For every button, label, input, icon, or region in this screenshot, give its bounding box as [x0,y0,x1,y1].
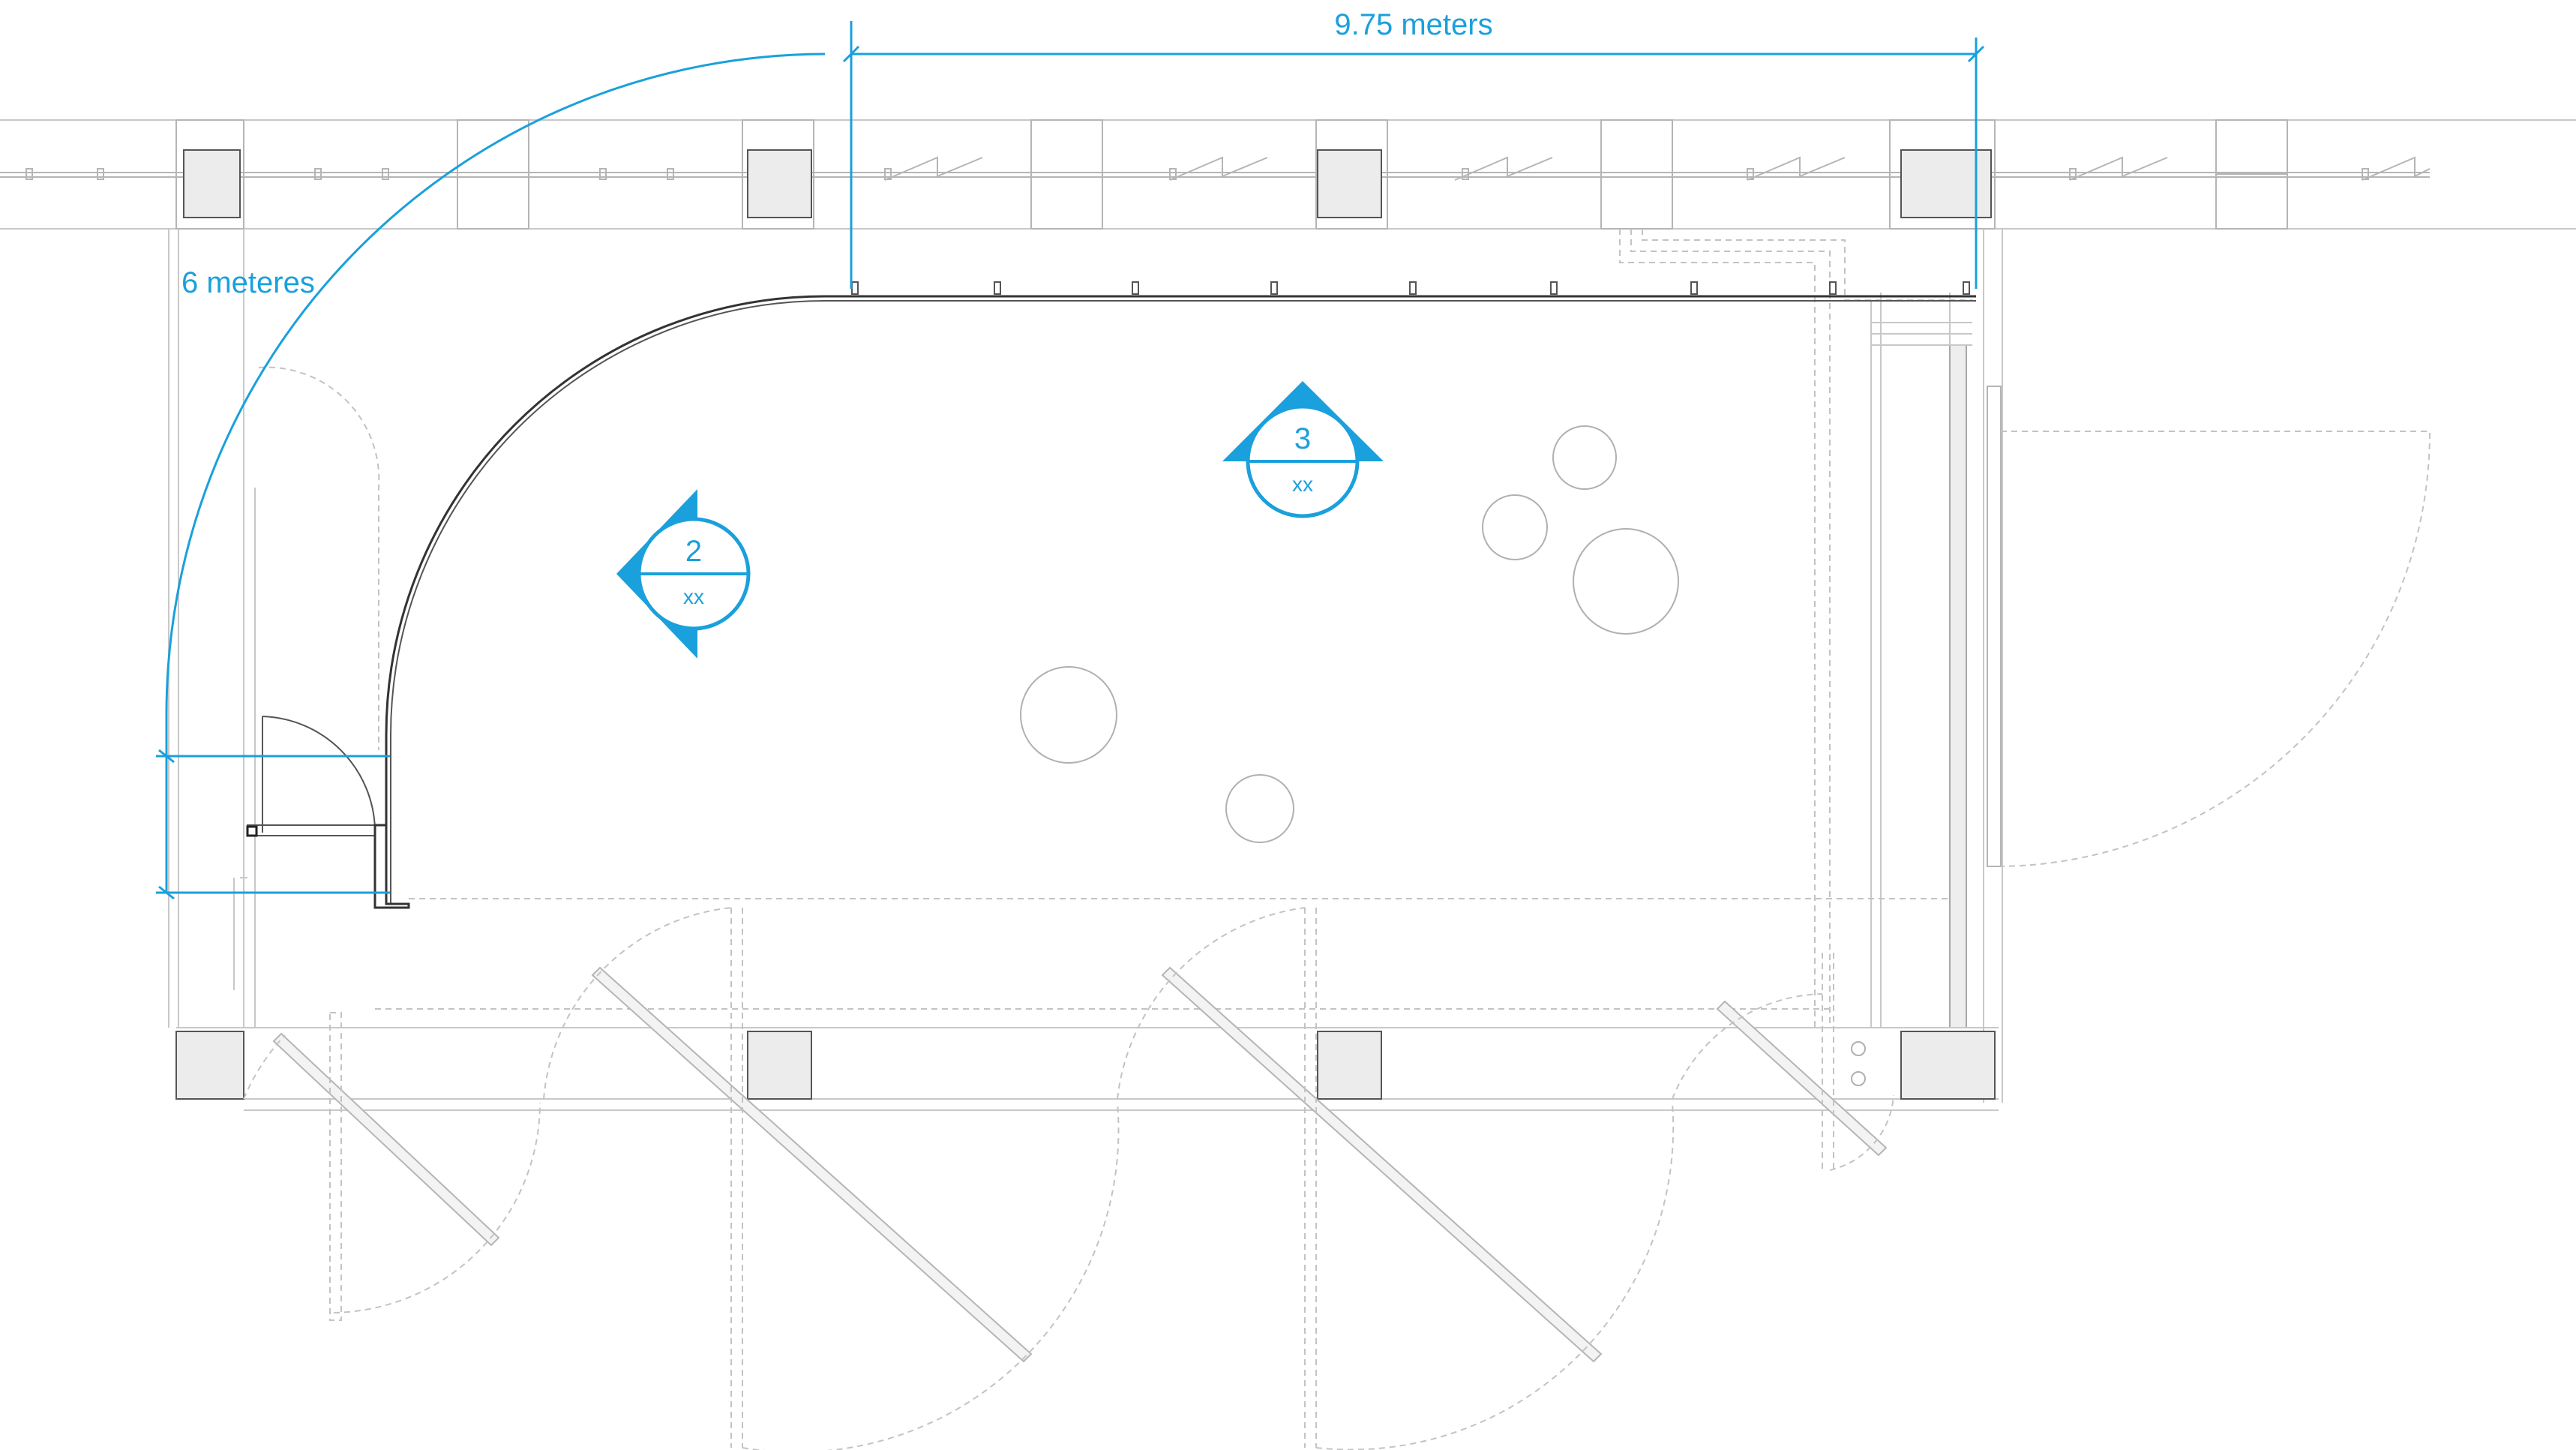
room-walls [246,281,1976,909]
elevation-marker-3: 3 xx [1222,381,1384,518]
right-structure [1619,229,2431,1103]
left-structure [168,229,380,1028]
marker-2-number: 2 [685,535,702,568]
top-facade [0,119,2576,230]
width-dimension-label: 9.75 meters [1334,8,1492,41]
marker-3-sub: xx [1292,473,1313,496]
dimension-lines [156,21,1985,900]
radius-dimension-label: 6 meteres [181,266,315,299]
marker-2-sub: xx [683,585,704,608]
marker-3-number: 3 [1294,422,1311,455]
elevation-marker-2: 2 xx [616,489,751,659]
bottom-facade [175,907,1999,1450]
round-tables [1020,425,1679,843]
